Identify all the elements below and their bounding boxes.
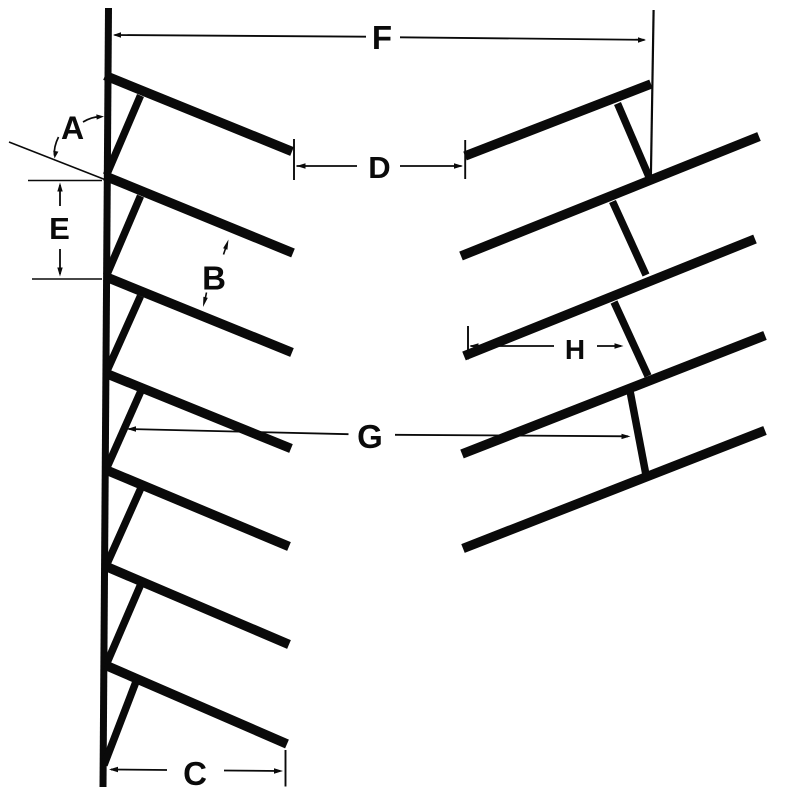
svg-text:A: A <box>61 110 84 146</box>
svg-text:G: G <box>357 418 383 455</box>
svg-text:D: D <box>368 150 390 185</box>
svg-text:F: F <box>372 19 392 56</box>
svg-text:C: C <box>183 755 207 787</box>
svg-text:H: H <box>565 334 585 365</box>
svg-text:E: E <box>49 211 70 246</box>
svg-text:B: B <box>202 260 226 297</box>
